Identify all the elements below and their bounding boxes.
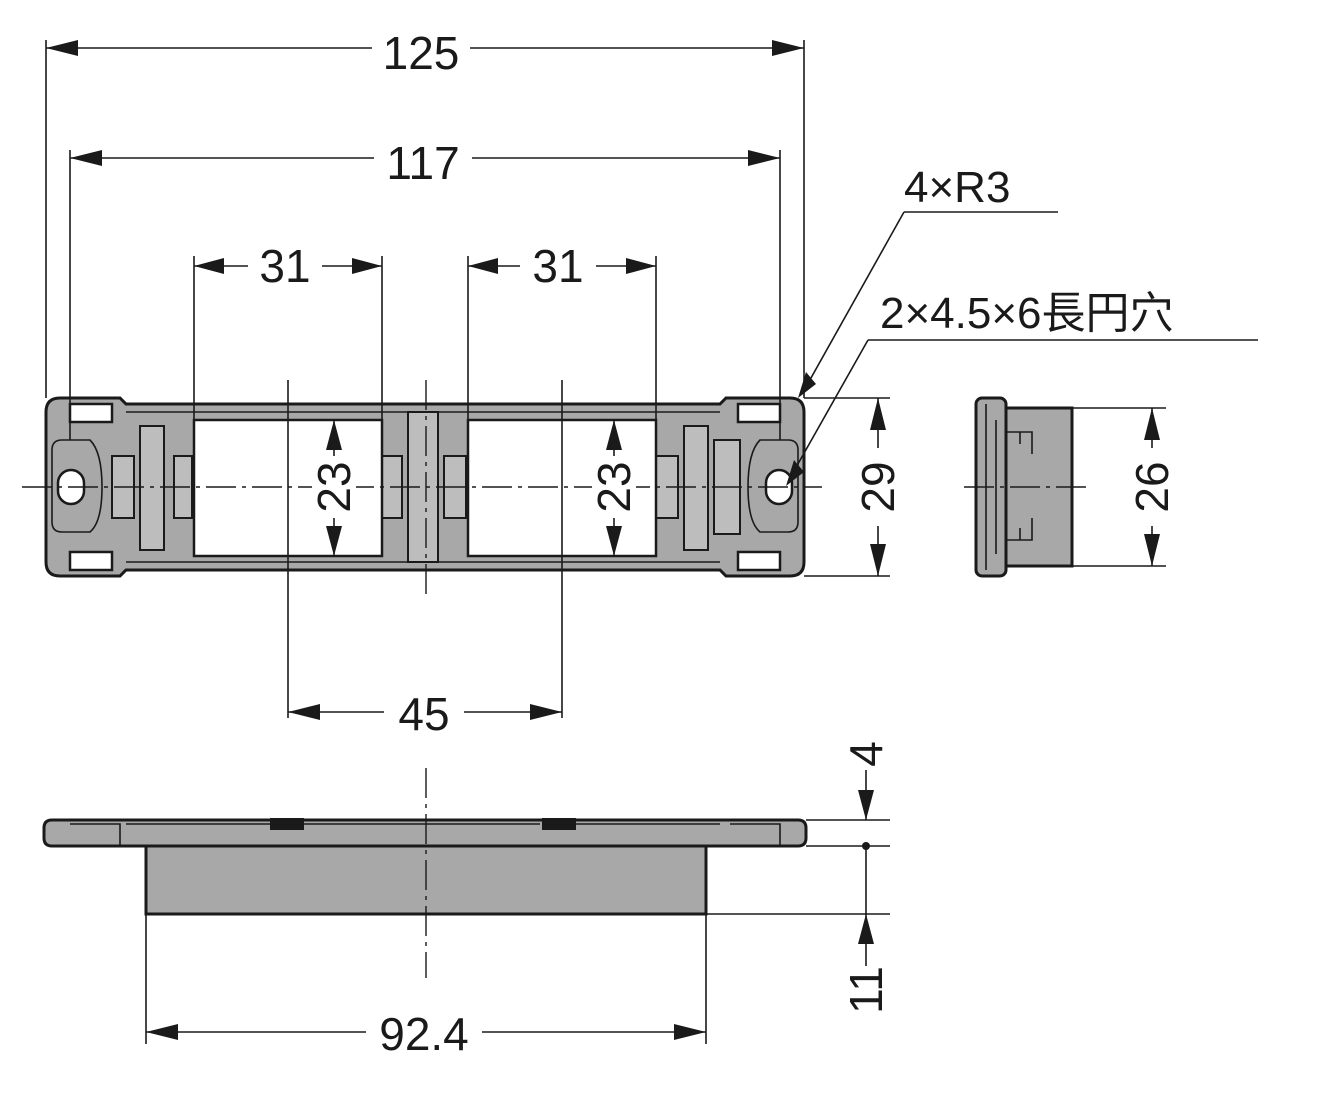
dim-label-4: 4 (840, 741, 892, 767)
top-view (22, 380, 822, 718)
dim-opening-pitch: 45 (288, 688, 562, 740)
dim-label-23-right: 23 (588, 461, 640, 512)
dim-plate-thickness: 4 (806, 741, 892, 850)
dim-body-width: 92.4 (145, 914, 707, 1060)
dim-plate-height: 29 (804, 397, 904, 577)
rib-left (139, 425, 165, 551)
ear-left (51, 439, 103, 533)
dim-label-45: 45 (398, 688, 449, 740)
dim-label-29: 29 (852, 461, 904, 512)
dim-opening-left-width: 31 (193, 240, 383, 420)
dim-label-23-left: 23 (308, 461, 360, 512)
note-slot-holes: 2×4.5×6長円穴 (880, 289, 1174, 338)
dim-label-92-4: 92.4 (379, 1008, 469, 1060)
dim-body-depth: 11 (706, 846, 892, 1014)
front-plate (42, 818, 808, 848)
tab-bottom-right (736, 550, 782, 572)
tab-bottom-left (68, 550, 114, 572)
dim-side-body-height: 26 (1072, 407, 1178, 567)
dim-opening-right-width: 31 (467, 240, 657, 420)
dim-opening-left-height: 23 (308, 420, 360, 556)
tab-top-right (736, 402, 782, 424)
front-notch-1 (270, 818, 304, 830)
dim-label-117: 117 (386, 137, 459, 189)
leader-slot-holes: 2×4.5×6長円穴 (786, 289, 1258, 486)
dim-label-31-right: 31 (532, 240, 583, 292)
dim-label-31-left: 31 (259, 240, 310, 292)
side-view (964, 396, 1086, 578)
rib-right (683, 425, 709, 551)
dim-hole-pitch: 117 (69, 137, 781, 440)
dim-label-26: 26 (1126, 461, 1178, 512)
tab-top-left (68, 402, 114, 424)
front-view (42, 768, 808, 978)
dim-label-11: 11 (840, 966, 892, 1014)
leader-corner-radius: 4×R3 (798, 163, 1058, 398)
dim-label-125: 125 (383, 27, 460, 79)
note-corner-radius: 4×R3 (904, 163, 1010, 212)
front-notch-2 (542, 818, 576, 830)
dim-overall-width: 125 (45, 27, 805, 398)
dim-opening-right-height: 23 (588, 420, 640, 556)
